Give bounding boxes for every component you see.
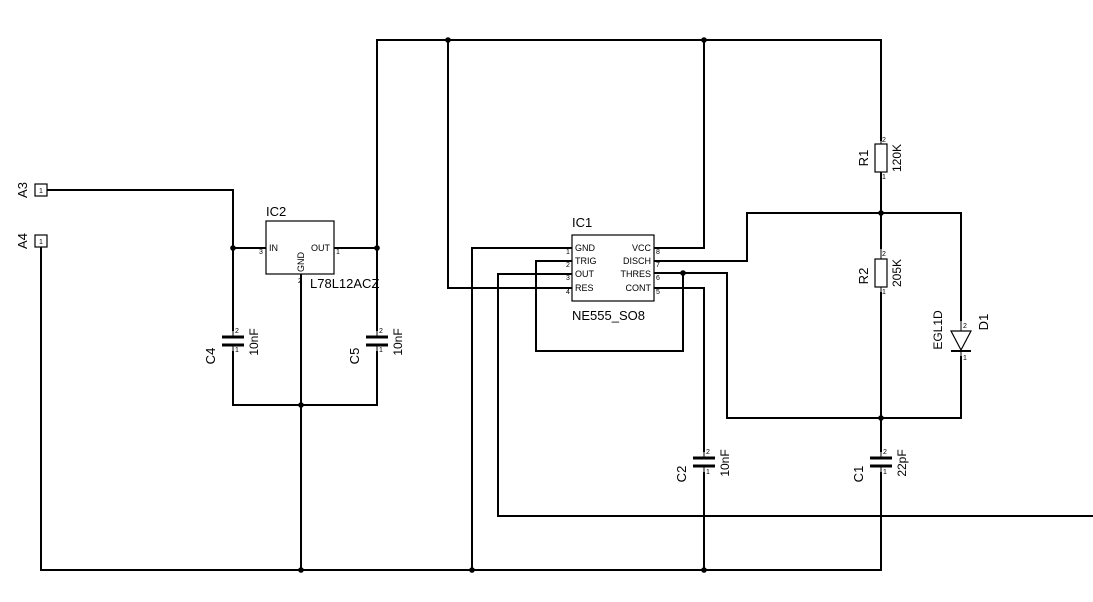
pin-number: 1	[883, 469, 887, 476]
ic1-num-6: 6	[656, 275, 660, 282]
ic1-pin-vcc: VCC	[632, 243, 652, 253]
ic1-num-4: 4	[566, 289, 570, 296]
d1-value: EGL1D	[931, 310, 945, 350]
junction-dot	[230, 245, 236, 251]
capacitor-c4[interactable]: 2 1 C4 10nF	[203, 328, 261, 364]
ic1-num-8: 8	[656, 249, 660, 256]
junction-dot	[701, 37, 707, 43]
ic1-num-1: 1	[566, 249, 570, 256]
junction-dot	[701, 567, 707, 573]
capacitor-c5[interactable]: 2 1 C5 10nF	[347, 328, 405, 364]
ic2-pin-in: IN	[269, 243, 278, 253]
ic2-value: L78L12ACZ	[310, 276, 379, 291]
ic1-num-5: 5	[656, 289, 660, 296]
pin-number: 2	[882, 137, 886, 144]
pin-number: 1	[882, 289, 886, 296]
c1-ref: C1	[851, 466, 866, 483]
pin-number: 1	[379, 347, 383, 354]
junction-dot	[878, 210, 884, 216]
ic2-pin-out: OUT	[311, 243, 331, 253]
r2-ref: R2	[856, 268, 871, 285]
pin-number: 1	[39, 188, 43, 195]
junction-dot	[445, 37, 451, 43]
c5-ref: C5	[347, 348, 362, 365]
ic2-num-out: 1	[336, 249, 340, 256]
junction-dot	[878, 415, 884, 421]
junction-dot	[298, 567, 304, 573]
r2-value: 205K	[890, 259, 904, 287]
ic1-num-3: 3	[566, 275, 570, 282]
r1-value: 120K	[890, 144, 904, 172]
ic1-num-2: 2	[566, 262, 570, 269]
c5-value: 10nF	[391, 328, 405, 355]
pin-number: 2	[706, 449, 710, 456]
ic2-pin-gnd: GND	[296, 252, 306, 273]
pin-number: 1	[706, 469, 710, 476]
ic1-ref: IC1	[572, 215, 592, 230]
c1-value: 22pF	[895, 449, 909, 476]
connector-label-a4: A4	[15, 233, 30, 249]
c2-ref: C2	[674, 466, 689, 483]
resistor-r1[interactable]: 2 1 R1 120K	[856, 137, 904, 181]
pin-number: 2	[883, 449, 887, 456]
d1-ref: D1	[976, 314, 991, 331]
capacitor-c2[interactable]: 2 1 C2 10nF	[674, 449, 732, 482]
c4-ref: C4	[203, 348, 218, 365]
ic1-pin-cont: CONT	[626, 283, 652, 293]
junction-dot	[680, 270, 686, 276]
ic1-pin-res: RES	[575, 283, 594, 293]
capacitor-c1[interactable]: 2 1 C1 22pF	[851, 449, 909, 482]
pin-number: 1	[39, 239, 43, 246]
connector-a4[interactable]: 1 A4	[15, 233, 48, 249]
pin-number: 2	[882, 251, 886, 258]
ic1-pin-disch: DISCH	[623, 256, 651, 266]
r1-ref: R1	[856, 150, 871, 167]
ic2-ref: IC2	[266, 204, 286, 219]
ic1-pin-out: OUT	[575, 269, 595, 279]
pin-number: 2	[379, 328, 383, 335]
pin-number: 1	[882, 174, 886, 181]
ic1-pin-thres: THRES	[620, 269, 651, 279]
ic1-pin-trig: TRIG	[575, 256, 597, 266]
ic1-pin-gnd: GND	[575, 243, 596, 253]
junction-dot	[374, 245, 380, 251]
pin-number: 1	[235, 347, 239, 354]
connector-label-a3: A3	[15, 182, 30, 198]
junction-dot	[469, 567, 475, 573]
resistor-r2[interactable]: 2 1 R2 205K	[856, 248, 904, 296]
connector-a3[interactable]: 1 A3	[15, 182, 48, 198]
diode-d1[interactable]: 2 1 EGL1D D1	[931, 310, 991, 362]
ic2-num-in: 3	[259, 249, 263, 256]
c2-value: 10nF	[718, 449, 732, 476]
pin-number: 2	[235, 328, 239, 335]
c4-value: 10nF	[247, 328, 261, 355]
timer-ic1[interactable]: IC1 GND TRIG OUT RES VCC DISCH THRES CON…	[566, 215, 660, 323]
ic1-value: NE555_SO8	[572, 308, 645, 323]
junction-dot	[298, 402, 304, 408]
regulator-ic2[interactable]: IC2 IN OUT GND 3 1 2 L78L12ACZ	[259, 204, 379, 291]
pin-number: 2	[963, 323, 967, 330]
wires	[40, 39, 1093, 571]
junctions	[230, 37, 884, 573]
ic1-num-7: 7	[656, 262, 660, 269]
pin-number: 1	[963, 355, 967, 362]
ic2-num-gnd: 2	[298, 278, 302, 285]
